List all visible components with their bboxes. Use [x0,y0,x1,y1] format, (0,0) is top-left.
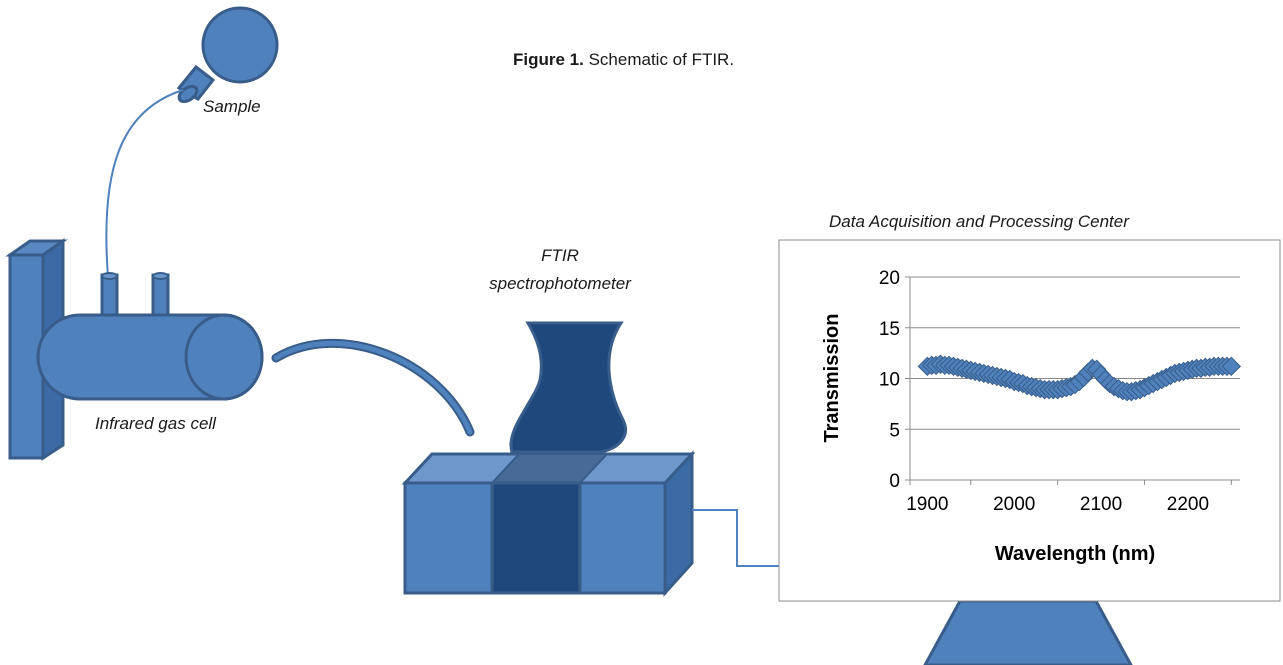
sample-label: Sample [203,97,261,116]
figure-caption-text: Schematic of FTIR. [583,50,735,69]
sample-tube [105,89,184,278]
y-tick-label: 15 [879,319,900,340]
figure-caption-number: Figure 1. [513,50,584,69]
spectrophotometer-label-line1: FTIR [541,246,579,265]
x-axis-label: Wavelength (nm) [995,543,1155,565]
sample-flask [176,6,279,104]
x-tick-label: 2100 [1080,494,1122,515]
transfer-tube [271,339,475,437]
x-tick-label: 2200 [1167,494,1209,515]
x-tick-label: 1900 [906,494,948,515]
monitor-stand [923,599,1133,665]
data-point [1221,356,1242,377]
gas-cell-cylinder [36,313,264,401]
x-tick-label: 2000 [993,494,1035,515]
y-tick-label: 5 [889,420,900,441]
y-axis-label: Transmission [821,314,843,443]
y-tick-label: 10 [879,370,900,391]
spectrophotometer-label-line2: spectrophotometer [489,274,631,293]
spectrophotometer-paper [509,321,627,454]
data-center-label: Data Acquisition and Processing Center [829,212,1129,231]
y-tick-label: 0 [889,471,900,492]
y-tick-label: 20 [879,268,900,289]
spectrophotometer-box [401,450,696,597]
figure-caption: Figure 1. Schematic of FTIR. [513,50,734,70]
monitor-screen [778,239,1281,602]
data-cable [692,509,779,567]
transmission-chart: 0 5 10 15 20 1900 2000 2100 2200 Wavelength (nm)… [821,268,1242,565]
gas-cell-label: Infrared gas cell [95,414,216,433]
